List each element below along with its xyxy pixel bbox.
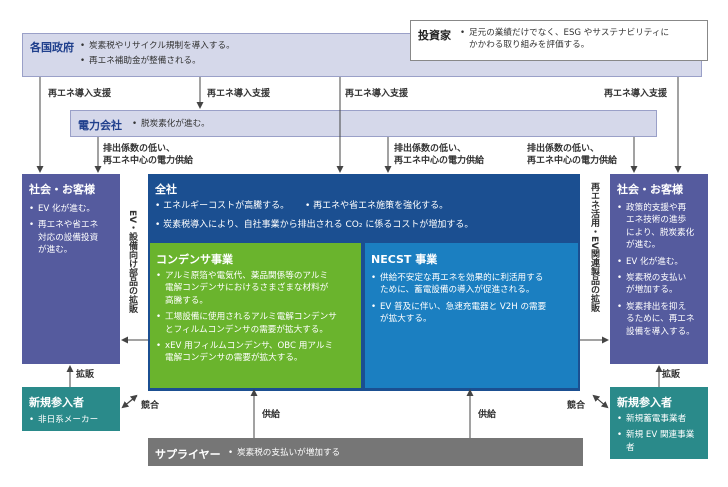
investors-item: 足元の業績だけでなく、ESG やサステナビリティに かかわる取り組みを評価する。: [460, 27, 669, 52]
supply-label: 供給: [262, 410, 281, 420]
ev-parts-label: EV・設備向け部品の拡販: [127, 210, 137, 314]
entrants-right-item: 新規 EV 関連事業 者: [617, 429, 694, 454]
renewable-support-label: 再エネ導入支援: [345, 89, 409, 99]
company-title: 全社: [155, 183, 177, 196]
renewable-support-label: 再エネ導入支援: [48, 89, 112, 99]
society-left-item: 再エネや省エネ 対応の設備投資 が進む。: [29, 219, 98, 256]
company-item: • エネルギーコストが高騰する。: [155, 201, 290, 211]
expand-label: 拡販: [662, 370, 681, 380]
expand-label: 拡販: [76, 370, 95, 380]
power-supply-label: 排出係数の低い、 再エネ中心の電力供給: [394, 144, 485, 166]
suppliers-title: サプライヤー: [155, 448, 221, 461]
power-companies-title: 電力会社: [78, 119, 122, 132]
capacitor-title: コンデンサ事業: [156, 253, 233, 266]
renewable-support-label: 再エネ導入支援: [604, 89, 668, 99]
suppliers-item: 炭素税の支払いが増加する: [228, 447, 340, 460]
compete-label: 競合: [567, 401, 586, 411]
governments-item: 炭素税やリサイクル規制を導入する。: [80, 40, 235, 53]
governments-list: 炭素税やリサイクル規制を導入する。 再エネ補助金が整備される。: [80, 40, 235, 68]
investors-list: 足元の業績だけでなく、ESG やサステナビリティに かかわる取り組みを評価する。: [460, 27, 669, 52]
society-right-title: 社会・お客様: [617, 183, 683, 196]
entrants-left-item: 非日系メーカー: [29, 414, 98, 427]
power-companies-list: 脱炭素化が進む。: [132, 118, 210, 131]
society-right-item: EV 化が進む。: [617, 256, 695, 269]
necst-item: 供給不安定な再エネを効果的に利活用する ために、蓄電設備の導入が促進される。: [371, 272, 546, 297]
entrants-left-title: 新規参入者: [29, 396, 84, 409]
entrants-right-title: 新規参入者: [617, 396, 672, 409]
renewable-ev-label: 再エネ活用・EV関連製品の拡販: [589, 182, 599, 313]
suppliers-box: [148, 438, 583, 466]
governments-title: 各国政府: [30, 41, 74, 54]
capacitor-item: xEV 用フィルムコンデンサ、OBC 用アルミ 電解コンデンサの需要が拡大する。: [156, 340, 337, 365]
capacitor-item: 工場設備に使用されるアルミ電解コンデンサ とフィルムコンデンサの需要が拡大する。: [156, 311, 337, 336]
compete-label: 競合: [141, 401, 160, 411]
supply-label: 供給: [478, 410, 497, 420]
society-left-title: 社会・お客様: [29, 183, 95, 196]
society-right-item: 炭素排出を抑え るために、再エネ 設備を導入する。: [617, 301, 695, 338]
capacitor-list: アルミ原箔や電気代、薬品関係等のアルミ 電解コンデンサにおけるさまざまな材料が …: [156, 270, 337, 365]
society-right-list: 政策的支援や再 エネ技術の進歩 により、脱炭素化 が進む。 EV 化が進む。 炭…: [617, 202, 695, 338]
society-right-item: 炭素税の支払い が増加する。: [617, 272, 695, 297]
entrants-right-list: 新規蓄電事業者 新規 EV 関連事業 者: [617, 413, 694, 454]
society-left-list: EV 化が進む。 再エネや省エネ 対応の設備投資 が進む。: [29, 203, 98, 257]
investors-title: 投資家: [418, 29, 451, 42]
arrow-compete-left-b: [121, 395, 138, 409]
suppliers-list: 炭素税の支払いが増加する: [228, 447, 340, 460]
power-supply-label: 排出係数の低い、 再エネ中心の電力供給: [527, 144, 618, 166]
arrow-compete-right-b: [592, 394, 608, 408]
renewable-support-label: 再エネ導入支援: [207, 89, 271, 99]
company-item: • 炭素税導入により、自社事業から排出される CO₂ に係るコストが増加する。: [155, 220, 474, 230]
governments-item: 再エネ補助金が整備される。: [80, 55, 235, 68]
capacitor-item: アルミ原箔や電気代、薬品関係等のアルミ 電解コンデンサにおけるさまざまな材料が …: [156, 270, 337, 307]
necst-item: EV 普及に伴い、急速充電器と V2H の需要 が拡大する。: [371, 301, 546, 326]
entrants-right-item: 新規蓄電事業者: [617, 413, 694, 426]
company-item: • 再エネや省エネ施策を強化する。: [305, 201, 449, 211]
power-supply-label: 排出係数の低い、 再エネ中心の電力供給: [103, 144, 194, 166]
entrants-left-list: 非日系メーカー: [29, 414, 98, 427]
necst-title: NECST 事業: [371, 253, 438, 266]
necst-list: 供給不安定な再エネを効果的に利活用する ために、蓄電設備の導入が促進される。 E…: [371, 272, 546, 326]
society-left-item: EV 化が進む。: [29, 203, 98, 216]
power-companies-item: 脱炭素化が進む。: [132, 118, 210, 131]
society-right-item: 政策的支援や再 エネ技術の進歩 により、脱炭素化 が進む。: [617, 202, 695, 252]
